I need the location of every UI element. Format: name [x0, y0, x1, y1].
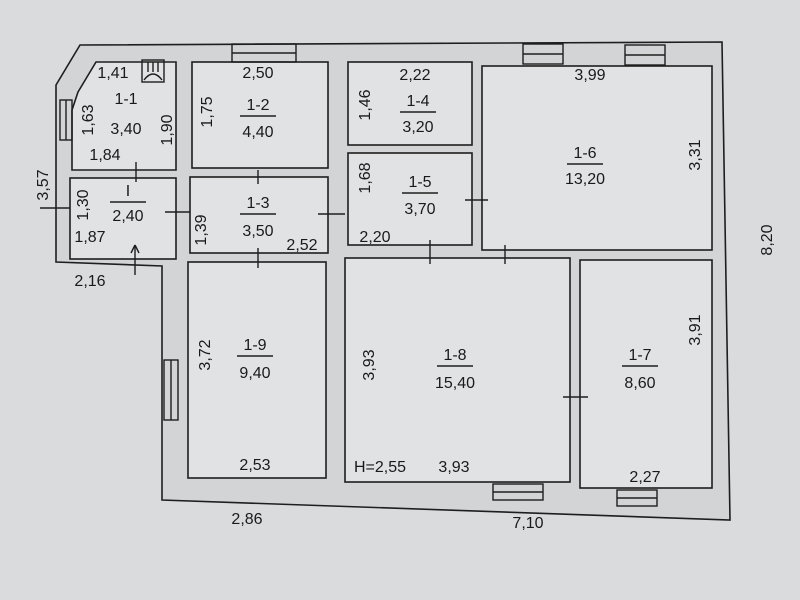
- dimension-label: 1,39: [193, 214, 210, 245]
- room-1-6: [481, 65, 713, 251]
- dimension-label: 2,50: [242, 65, 273, 82]
- dimension-label: 1,63: [80, 104, 97, 135]
- stove-icon: [141, 59, 165, 83]
- dimension-label: 1,87: [74, 229, 105, 246]
- dimension-label: 7,10: [512, 515, 543, 532]
- dimension-label: 2,20: [359, 229, 390, 246]
- room-1-5: [347, 152, 473, 246]
- room-1-3: [189, 176, 329, 254]
- room-area: 3,40: [110, 121, 141, 138]
- room-number: 1-5: [408, 174, 431, 191]
- dimension-label: 3,93: [438, 459, 469, 476]
- dimension-label: 2,53: [239, 457, 270, 474]
- windows: [59, 43, 666, 507]
- room-number: 1-8: [443, 347, 466, 364]
- dimension-label: 2,16: [74, 273, 105, 290]
- dimension-label: H=2,55: [354, 459, 406, 476]
- room-number: 1-9: [243, 337, 266, 354]
- room-number: 1-6: [573, 145, 596, 162]
- room-number: 1-2: [246, 97, 269, 114]
- dimension-label: 1,30: [75, 189, 92, 220]
- room-area: 3,70: [404, 201, 435, 218]
- room-area: 13,20: [565, 171, 605, 188]
- room-1-7: [579, 259, 713, 489]
- dimension-label: 1,90: [159, 114, 176, 145]
- room-area: 2,40: [112, 208, 143, 225]
- dimension-label: 2,27: [629, 469, 660, 486]
- room-area: 3,50: [242, 223, 273, 240]
- room-area: 15,40: [435, 375, 475, 392]
- room-1-9: [187, 261, 327, 479]
- dimension-label: 3,72: [197, 339, 214, 370]
- dimension-label: 3,93: [361, 349, 378, 380]
- dimension-label: 1,84: [89, 147, 120, 164]
- dimension-label: 2,22: [399, 67, 430, 84]
- room-area: 9,40: [239, 365, 270, 382]
- dimension-label: 2,52: [286, 237, 317, 254]
- dimension-label: 3,57: [35, 169, 52, 200]
- room-number: I: [126, 183, 130, 200]
- room-area: 3,20: [402, 119, 433, 136]
- dimension-label: 1,68: [357, 162, 374, 193]
- room-1-4: [347, 61, 473, 146]
- dimension-label: 2,86: [231, 511, 262, 528]
- dimension-label: 3,99: [574, 67, 605, 84]
- dimension-label: 1,46: [357, 89, 374, 120]
- dimension-label: 1,41: [97, 65, 128, 82]
- room-1-8: [344, 257, 571, 483]
- room-number: 1-4: [406, 93, 429, 110]
- room-area: 8,60: [624, 375, 655, 392]
- room-number: 1-1: [114, 91, 137, 108]
- dimension-label: 1,75: [199, 96, 216, 127]
- room-I: [69, 177, 177, 260]
- door-marks: [40, 162, 588, 398]
- room-number: 1-7: [628, 347, 651, 364]
- dimension-label: 3,91: [687, 314, 704, 345]
- room-number: 1-3: [246, 195, 269, 212]
- room-area: 4,40: [242, 124, 273, 141]
- dimension-label: 8,20: [759, 224, 776, 255]
- dimension-label: 3,31: [687, 139, 704, 170]
